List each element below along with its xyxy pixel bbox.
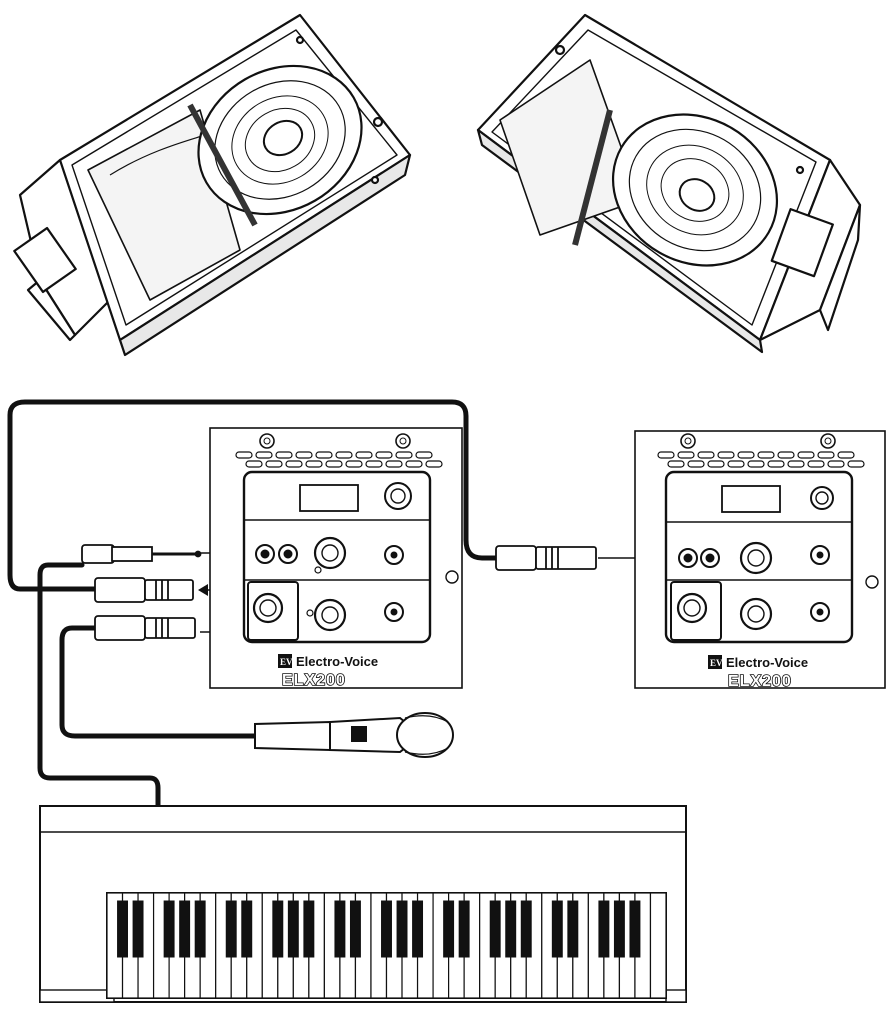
ev-logo-icon	[278, 654, 292, 668]
black-key	[567, 900, 579, 958]
ev-logo-text: EV	[710, 658, 723, 668]
black-key	[272, 900, 284, 958]
keyboard-cable	[59, 625, 258, 739]
mic-cable	[37, 562, 161, 809]
black-key	[381, 900, 392, 958]
black-key	[241, 900, 253, 958]
black-key	[163, 900, 175, 958]
black-key	[396, 900, 408, 958]
microphone-icon	[254, 712, 454, 758]
speaker-right-icon	[476, 13, 862, 354]
rear-panel-left	[209, 427, 463, 689]
vent-slots	[657, 451, 865, 468]
black-key	[117, 900, 128, 958]
vent-slots	[235, 451, 443, 468]
black-key	[287, 900, 299, 958]
black-key	[613, 900, 625, 958]
black-key	[598, 900, 610, 958]
black-key	[194, 900, 206, 958]
black-key	[629, 900, 641, 958]
rear-panel-right	[634, 430, 886, 689]
black-key	[225, 900, 237, 958]
ev-logo-text: EV	[280, 657, 293, 667]
black-key	[412, 900, 424, 958]
black-key	[458, 900, 470, 958]
black-key	[443, 900, 455, 958]
model-label: ELX200	[728, 673, 792, 690]
white-key	[649, 892, 667, 999]
xlr-connector-icon	[495, 545, 597, 571]
brand-label: Electro-Voice	[726, 655, 808, 670]
ev-logo-icon	[708, 655, 722, 669]
black-key	[505, 900, 517, 958]
trs-jack-icon	[81, 544, 202, 564]
link-cable	[7, 399, 499, 592]
xlr-connector-icon	[94, 615, 196, 641]
black-key	[520, 900, 532, 958]
speaker-left-icon	[13, 13, 412, 357]
keyboard-icon	[39, 805, 687, 1003]
brand-label: Electro-Voice	[296, 654, 378, 669]
black-key	[489, 900, 501, 958]
black-key	[334, 900, 346, 958]
black-key	[349, 900, 361, 958]
xlr-connector-icon	[94, 577, 194, 603]
model-label: ELX200	[282, 672, 346, 689]
black-key	[179, 900, 191, 958]
cable-runs	[7, 399, 499, 809]
black-key	[303, 900, 315, 958]
black-key	[551, 900, 563, 958]
black-key	[132, 900, 144, 958]
